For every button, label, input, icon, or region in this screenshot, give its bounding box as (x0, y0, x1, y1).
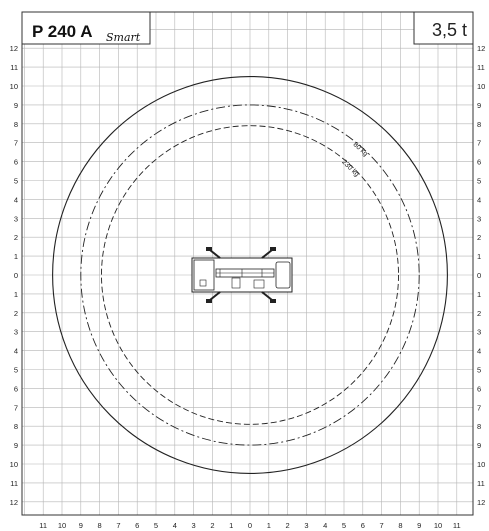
weight-class: 3,5 t (432, 20, 467, 40)
y-axis-tick-label-right: 5 (477, 177, 481, 186)
y-axis-tick-label-left: 9 (14, 101, 18, 110)
y-axis-tick-label-right: 1 (477, 290, 481, 299)
x-axis-tick-label: 6 (361, 521, 365, 530)
y-axis-tick-label-right: 9 (477, 101, 481, 110)
y-axis-tick-label-right: 1 (477, 252, 481, 261)
x-axis-tick-label: 4 (323, 521, 327, 530)
x-axis-tick-label: 2 (286, 521, 290, 530)
working-range-load-label: 80 kg (352, 141, 369, 158)
x-axis-tick-label: 1 (267, 521, 271, 530)
working-range-curve (80, 104, 420, 446)
y-axis-tick-label-left: 2 (14, 233, 18, 242)
y-axis-tick-label-left: 11 (10, 63, 18, 72)
x-axis-tick-label: 5 (342, 521, 346, 530)
model-title-box (21, 11, 151, 45)
y-axis-tick-label-left: 7 (14, 403, 18, 412)
y-axis-tick-label-left: 7 (14, 139, 18, 148)
y-axis-tick-label-right: 10 (477, 460, 485, 469)
y-axis-tick-label-left: 4 (14, 347, 18, 356)
model-variant: Smart (106, 31, 141, 44)
y-axis-tick-label-left: 6 (14, 384, 18, 393)
y-axis-tick-label-right: 0 (477, 271, 481, 280)
x-axis-tick-label: 3 (304, 521, 308, 530)
x-axis-tick-label: 7 (380, 521, 384, 530)
x-axis-tick-label: 9 (79, 521, 83, 530)
x-axis-tick-label: 11 (39, 521, 47, 530)
y-axis-tick-label-left: 11 (10, 479, 18, 488)
y-axis-tick-label-right: 12 (477, 44, 485, 53)
y-axis-tick-label-left: 8 (14, 422, 18, 431)
y-axis-tick-label-right: 11 (477, 479, 485, 488)
x-axis-tick-label: 3 (192, 521, 196, 530)
x-axis-tick-label: 1 (229, 521, 233, 530)
y-axis-tick-label-left: 1 (14, 252, 18, 261)
y-axis-tick-label-left: 5 (14, 177, 18, 186)
y-axis-tick-label-left: 1 (14, 290, 18, 299)
y-axis-tick-label-left: 2 (14, 309, 18, 318)
y-axis-tick-label-right: 3 (477, 214, 481, 223)
y-axis-tick-label-right: 9 (477, 441, 481, 450)
working-range-curve (101, 125, 399, 425)
y-axis-tick-label-right: 6 (477, 384, 481, 393)
y-axis-tick-label-left: 12 (10, 44, 18, 53)
y-axis-tick-label-right: 4 (477, 195, 481, 204)
x-axis-tick-label: 10 (434, 521, 442, 530)
y-axis-tick-label-right: 10 (477, 82, 485, 91)
y-axis-tick-label-left: 3 (14, 328, 18, 337)
x-axis-tick-label: 9 (417, 521, 421, 530)
y-axis-tick-label-right: 7 (477, 139, 481, 148)
y-axis-tick-label-right: 8 (477, 422, 481, 431)
model-name: P 240 A (32, 22, 93, 41)
y-axis-tick-label-left: 12 (10, 498, 18, 507)
y-axis-tick-label-left: 10 (10, 460, 18, 469)
weight-class-box (413, 11, 474, 45)
y-axis-tick-label-right: 12 (477, 498, 485, 507)
x-axis-tick-label: 8 (398, 521, 402, 530)
x-axis-tick-label: 10 (58, 521, 66, 530)
x-axis-tick-label: 4 (173, 521, 177, 530)
y-axis-tick-label-right: 4 (477, 347, 481, 356)
y-axis-tick-label-left: 8 (14, 120, 18, 129)
x-axis-tick-label: 7 (116, 521, 120, 530)
x-axis-tick-label: 2 (210, 521, 214, 530)
y-axis-tick-label-right: 8 (477, 120, 481, 129)
vehicle-top-view (191, 247, 293, 303)
y-axis-tick-label-left: 9 (14, 441, 18, 450)
y-axis-tick-label-left: 10 (10, 82, 18, 91)
x-axis-tick-label: 11 (453, 521, 461, 530)
y-axis-tick-label-right: 6 (477, 158, 481, 167)
x-axis-tick-label: 5 (154, 521, 158, 530)
y-axis-tick-label-left: 0 (14, 271, 18, 280)
y-axis-tick-label-left: 3 (14, 214, 18, 223)
x-axis-tick-label: 0 (248, 521, 252, 530)
y-axis-tick-label-right: 2 (477, 233, 481, 242)
y-axis-tick-label-left: 4 (14, 195, 18, 204)
y-axis-tick-label-left: 6 (14, 158, 18, 167)
diagram-frame (21, 11, 474, 516)
y-axis-tick-label-right: 7 (477, 403, 481, 412)
x-axis-tick-label: 6 (135, 521, 139, 530)
y-axis-tick-label-right: 5 (477, 366, 481, 375)
working-range-curve (52, 76, 448, 474)
y-axis-tick-label-right: 3 (477, 328, 481, 337)
x-axis-tick-label: 8 (98, 521, 102, 530)
y-axis-tick-label-right: 11 (477, 63, 485, 72)
y-axis-tick-label-right: 2 (477, 309, 481, 318)
y-axis-tick-label-left: 5 (14, 366, 18, 375)
